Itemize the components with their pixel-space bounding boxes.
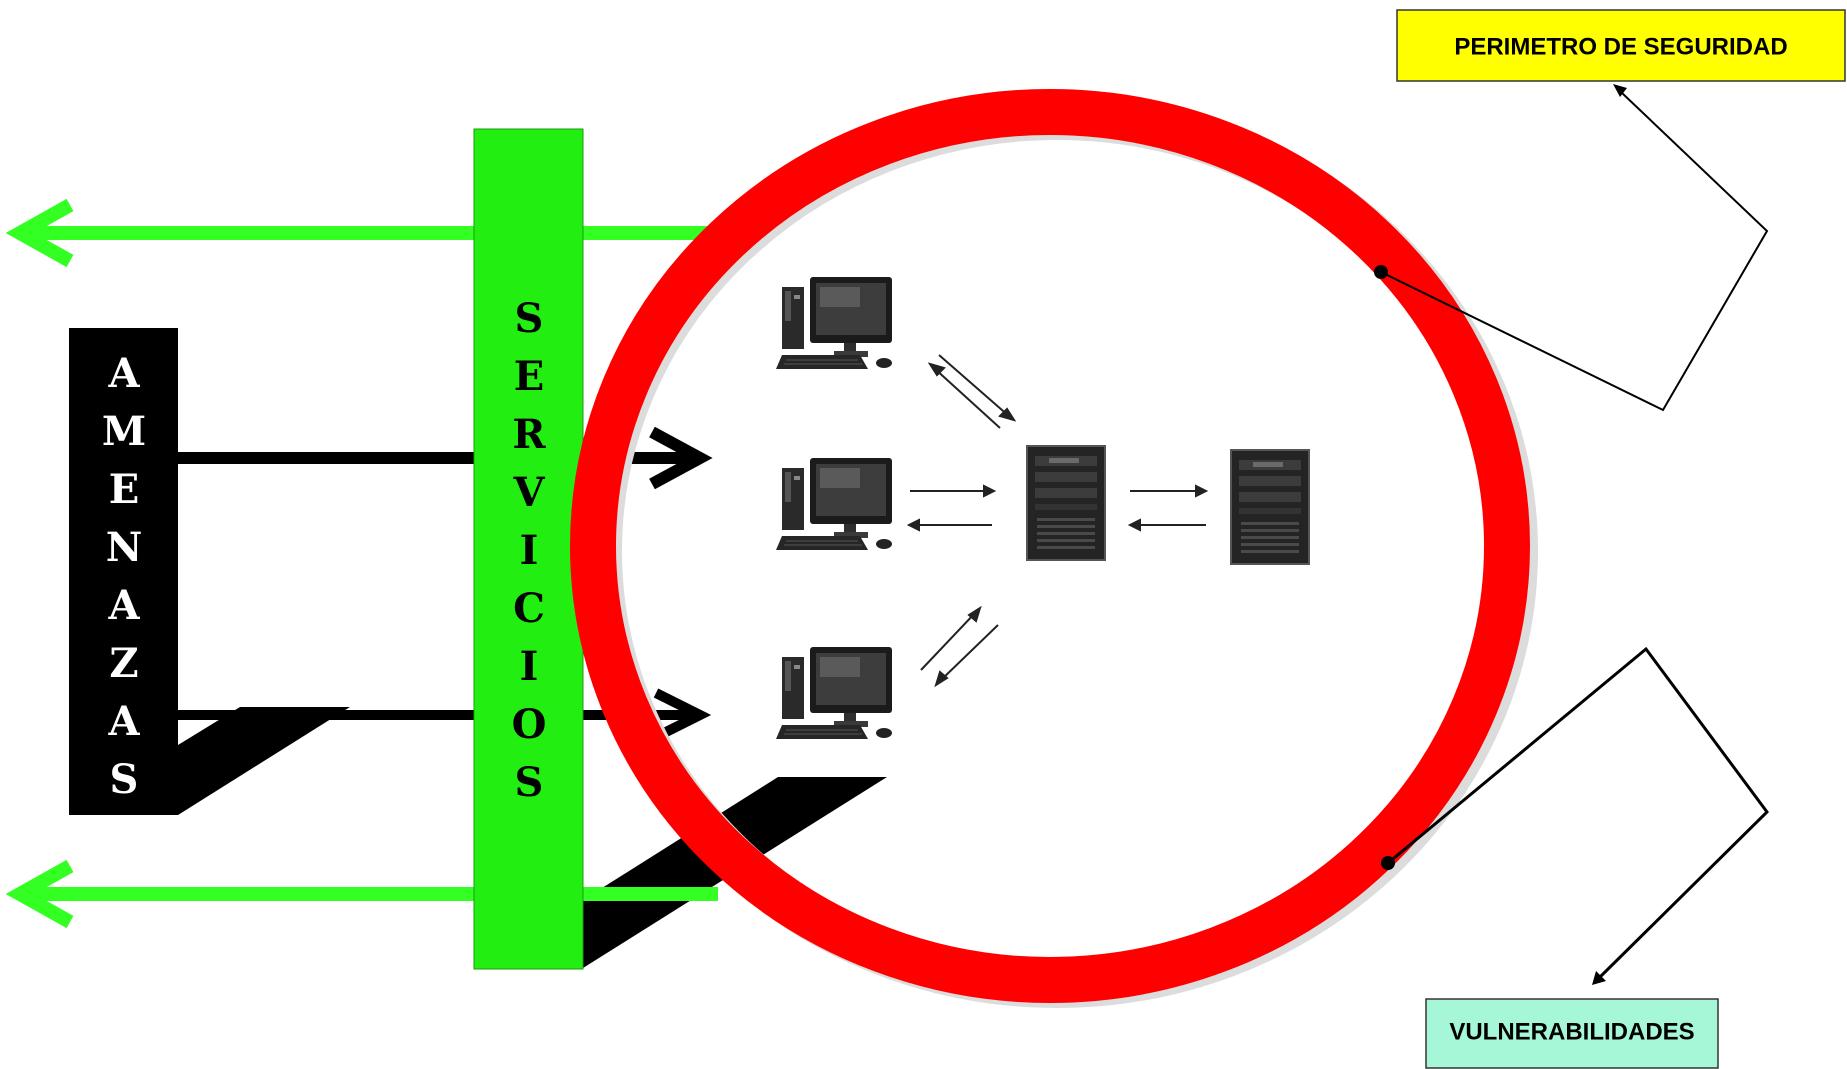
services-letter: I xyxy=(520,527,539,574)
threats-letter: A xyxy=(107,582,140,629)
services-letter: R xyxy=(512,411,546,458)
threats-letter: N xyxy=(106,524,143,571)
threats-bar xyxy=(69,328,178,815)
services-letter: O xyxy=(512,701,547,748)
perimeter-leader-line xyxy=(1374,84,1769,412)
services-letter: S xyxy=(515,295,544,342)
desktop-computer-icon xyxy=(775,276,893,370)
outbound-arrow-bottom xyxy=(5,859,718,929)
vulnerabilities-label: VULNERABILIDADES xyxy=(1449,1018,1694,1045)
desktop-computer-icon xyxy=(775,457,893,551)
threats-letter: M xyxy=(102,408,146,455)
perimeter-ring xyxy=(570,89,1530,1003)
services-letter: C xyxy=(513,585,545,632)
services-letter: E xyxy=(514,353,545,400)
threats-letter: A xyxy=(107,350,140,397)
connection-arrows xyxy=(906,354,1209,688)
desktop-computer-icon xyxy=(775,646,893,740)
threats-bar-shadow xyxy=(178,707,350,815)
vulnerabilities-leader-line xyxy=(1381,646,1769,985)
services-bar xyxy=(473,128,584,970)
services-letter: V xyxy=(512,469,545,516)
outbound-arrow-top xyxy=(5,198,718,268)
threats-letter: S xyxy=(110,756,139,803)
threats-letter: E xyxy=(109,466,140,513)
perimeter-label-box: PERIMETRO DE SEGURIDAD xyxy=(1396,9,1846,82)
vulnerabilities-label-box: VULNERABILIDADES xyxy=(1425,998,1719,1069)
perimeter-label: PERIMETRO DE SEGURIDAD xyxy=(1454,33,1787,60)
tower-server-icon xyxy=(1026,445,1106,561)
threats-letter: Z xyxy=(109,640,138,687)
threats-letter: A xyxy=(107,698,140,745)
services-letter: I xyxy=(520,643,539,690)
services-letter: S xyxy=(515,759,544,806)
tower-server-icon xyxy=(1230,449,1310,565)
